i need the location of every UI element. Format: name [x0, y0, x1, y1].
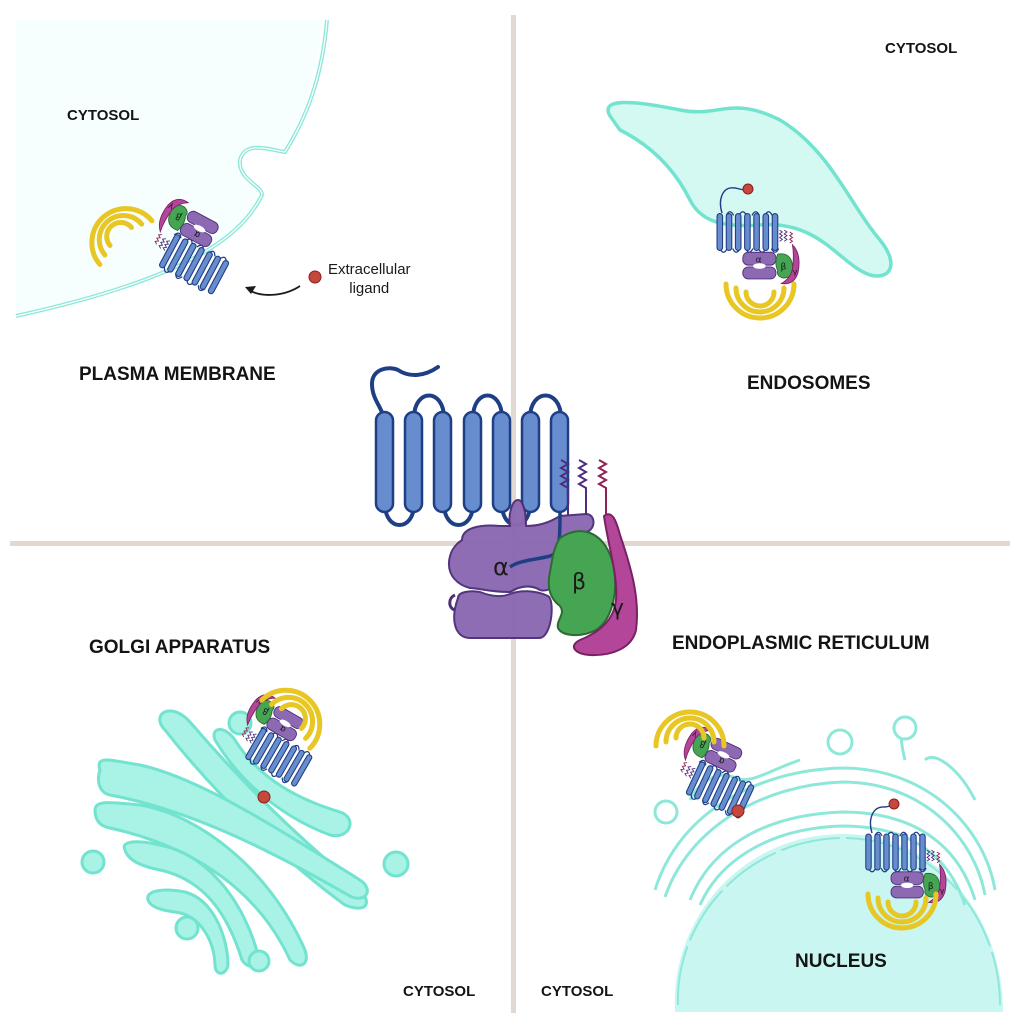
transmembrane-helix-2 [403, 410, 424, 514]
transmembrane-helix-1 [374, 410, 395, 514]
label-extracellular-ligand: Extracellular ligand [328, 260, 411, 298]
label-cytosol-endosomes: CYTOSOL [885, 40, 958, 57]
label-golgi-apparatus: GOLGI APPARATUS [89, 637, 271, 658]
er-membrane [653, 766, 997, 891]
extracellular-loop [528, 393, 563, 419]
alpha-label: α [493, 553, 509, 581]
g-alpha-lower-lobe [453, 590, 553, 639]
golgi-vesicle [80, 849, 106, 875]
ligand-text-line1: Extracellular [328, 261, 411, 278]
transmembrane-helix-4 [462, 410, 483, 514]
binding-arrow [248, 285, 301, 296]
er-vesicle [653, 799, 679, 825]
label-nucleus: NUCLEUS [795, 951, 887, 972]
panel-plasma-membrane [15, 19, 329, 318]
lipid-anchors [558, 459, 609, 515]
label-endoplasmic-reticulum: ENDOPLASMIC RETICULUM [672, 633, 930, 654]
signal-waves-endosome [726, 284, 794, 318]
er-vesicle [826, 728, 854, 756]
transmembrane-helix-5 [491, 410, 512, 514]
central-gpcr-complex: α β γ [369, 365, 639, 657]
n-terminus-tail [369, 365, 440, 420]
er-membrane [698, 824, 967, 906]
nucleus [674, 834, 1003, 1012]
ligand-bound-golgi [257, 790, 271, 804]
er-membrane [688, 810, 977, 901]
label-endosomes: ENDOSOMES [747, 373, 871, 394]
label-cytosol-er: CYTOSOL [541, 983, 614, 1000]
label-cytosol-plasma-membrane: CYTOSOL [67, 107, 140, 124]
extracellular-loop [471, 393, 504, 419]
beta-label: β [572, 570, 586, 595]
transmembrane-helix-3 [432, 410, 453, 514]
golgi-cisterna-4 [93, 801, 308, 967]
er-tubule [923, 756, 977, 801]
extracellular-ligand-dot [308, 270, 322, 284]
gamma-label: γ [611, 596, 624, 621]
panel-golgi-apparatus [80, 676, 410, 975]
ligand-bound-er-left [731, 804, 745, 818]
golgi-cisterna-3 [96, 758, 369, 900]
ligand-bound-er-right [888, 798, 900, 810]
golgi-cisterna-6 [146, 888, 230, 975]
extracellular-loop [412, 393, 446, 419]
transmembrane-helix-6 [520, 410, 541, 514]
panel-endosomes [606, 100, 893, 318]
golgi-vesicle [174, 915, 200, 941]
golgi-vesicle [227, 710, 253, 736]
ligand-bound-endosome [742, 183, 754, 195]
golgi-vesicle [247, 949, 271, 973]
label-cytosol-golgi: CYTOSOL [403, 983, 476, 1000]
golgi-vesicle [382, 850, 410, 878]
arrow-head-icon [245, 286, 256, 294]
er-membrane [663, 780, 987, 898]
golgi-cisterna-2 [212, 728, 352, 838]
er-vesicle [892, 715, 918, 741]
ligand-text-line2: ligand [349, 280, 390, 297]
panel-endoplasmic-reticulum [653, 712, 1003, 1012]
c-terminus-tail [508, 511, 562, 569]
label-plasma-membrane: PLASMA MEMBRANE [79, 364, 276, 385]
g-gamma-subunit [572, 513, 639, 657]
